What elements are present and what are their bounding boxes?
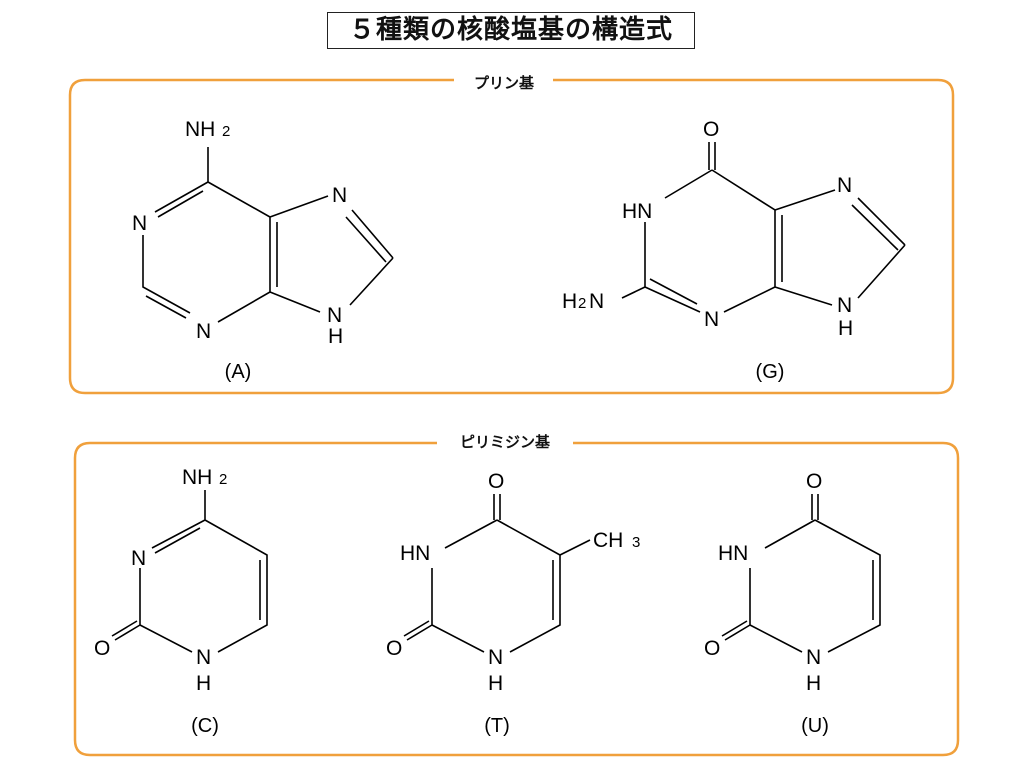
label-uracil: (U) — [801, 715, 829, 737]
uracil-structure: O HN O N H (U) — [704, 470, 881, 737]
label-adenine: (A) — [225, 361, 252, 383]
cytosine-structure: NH 2 N O N H (C) — [94, 466, 268, 737]
purine-frame: プリン基 — [68, 70, 955, 395]
atom-o: O — [488, 470, 504, 493]
thymine-structure: O HN O N H CH 3 (T) — [386, 470, 640, 737]
atom-n: N — [196, 320, 211, 343]
atom-h: H — [806, 672, 821, 695]
atom-nh2: NH — [185, 118, 215, 141]
page-title: ５種類の核酸塩基の構造式 — [327, 12, 695, 49]
atom-nh2: NH — [182, 466, 212, 489]
subscript: 3 — [632, 534, 640, 551]
atom-n: N — [132, 212, 147, 235]
atom-n: N — [704, 308, 719, 331]
atom-o: O — [703, 118, 719, 141]
pyrimidine-frame: ピリミジン基 — [73, 432, 960, 757]
atom-hn: HN — [622, 200, 652, 223]
guanine-structure: O HN H 2 N N N N H (G) — [562, 118, 906, 383]
subscript: 2 — [578, 295, 586, 312]
atom-o: O — [94, 637, 110, 660]
atom-h: H — [488, 672, 503, 695]
atom-n: N — [488, 646, 503, 669]
label-thymine: (T) — [484, 715, 510, 737]
atom-h: H — [196, 672, 211, 695]
atom-n: N — [837, 294, 852, 317]
adenine-structure: NH 2 N N N N H (A) — [132, 118, 394, 383]
subscript: 2 — [222, 123, 230, 140]
atom-h: H — [838, 317, 853, 340]
purine-group-title: プリン基 — [474, 74, 535, 92]
atom-n: N — [806, 646, 821, 669]
atom-n: N — [196, 646, 211, 669]
atom-hn: HN — [400, 542, 430, 565]
label-cytosine: (C) — [191, 715, 219, 737]
subscript: 2 — [219, 471, 227, 488]
atom-o: O — [806, 470, 822, 493]
atom-o: O — [386, 637, 402, 660]
atom-ch3: CH — [593, 529, 623, 552]
pyrimidine-group-title: ピリミジン基 — [460, 433, 551, 451]
atom-n: N — [332, 184, 347, 207]
atom-o: O — [704, 637, 720, 660]
atom-h2n: H — [562, 290, 577, 313]
atom-h: H — [328, 325, 343, 348]
atom-h2n: N — [589, 290, 604, 313]
label-guanine: (G) — [756, 361, 785, 383]
atom-n: N — [131, 547, 146, 570]
atom-n: N — [327, 304, 342, 327]
atom-hn: HN — [718, 542, 748, 565]
atom-n: N — [837, 174, 852, 197]
